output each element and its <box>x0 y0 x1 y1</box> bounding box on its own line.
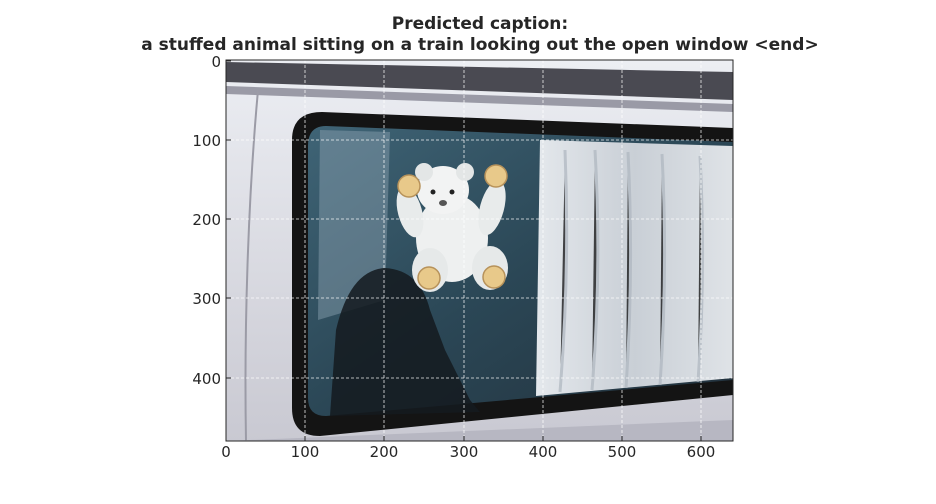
y-tick-0: 0 <box>211 53 221 71</box>
x-tick-labels: 0 100 200 300 400 500 600 <box>221 443 715 461</box>
curtain-folds <box>558 149 705 393</box>
photo <box>226 60 733 441</box>
roof-strip <box>226 86 733 112</box>
x-tick-300: 300 <box>450 443 479 461</box>
roof-trim <box>226 62 733 100</box>
x-tick-500: 500 <box>608 443 637 461</box>
y-tick-100: 100 <box>192 132 221 150</box>
right-curtain <box>536 140 733 396</box>
y-tick-400: 400 <box>192 370 221 388</box>
grid <box>226 60 733 441</box>
x-tick-600: 600 <box>687 443 716 461</box>
y-tick-300: 300 <box>192 290 221 308</box>
title-line-2: a stuffed animal sitting on a train look… <box>141 35 819 55</box>
reflection <box>330 268 480 416</box>
tick-marks <box>225 60 702 441</box>
axes-frame <box>225 59 734 442</box>
door-seam <box>244 89 259 441</box>
y-tick-labels: 0 100 200 300 400 <box>192 53 221 388</box>
x-tick-400: 400 <box>529 443 558 461</box>
x-tick-100: 100 <box>291 443 320 461</box>
title-line-1: Predicted caption: <box>391 14 569 34</box>
x-tick-0: 0 <box>221 443 231 461</box>
suction-cups <box>397 164 508 290</box>
y-tick-200: 200 <box>192 211 221 229</box>
figure-title: Predicted caption: a stuffed animal sitt… <box>0 14 936 56</box>
lower-body <box>226 420 733 441</box>
x-tick-200: 200 <box>370 443 399 461</box>
